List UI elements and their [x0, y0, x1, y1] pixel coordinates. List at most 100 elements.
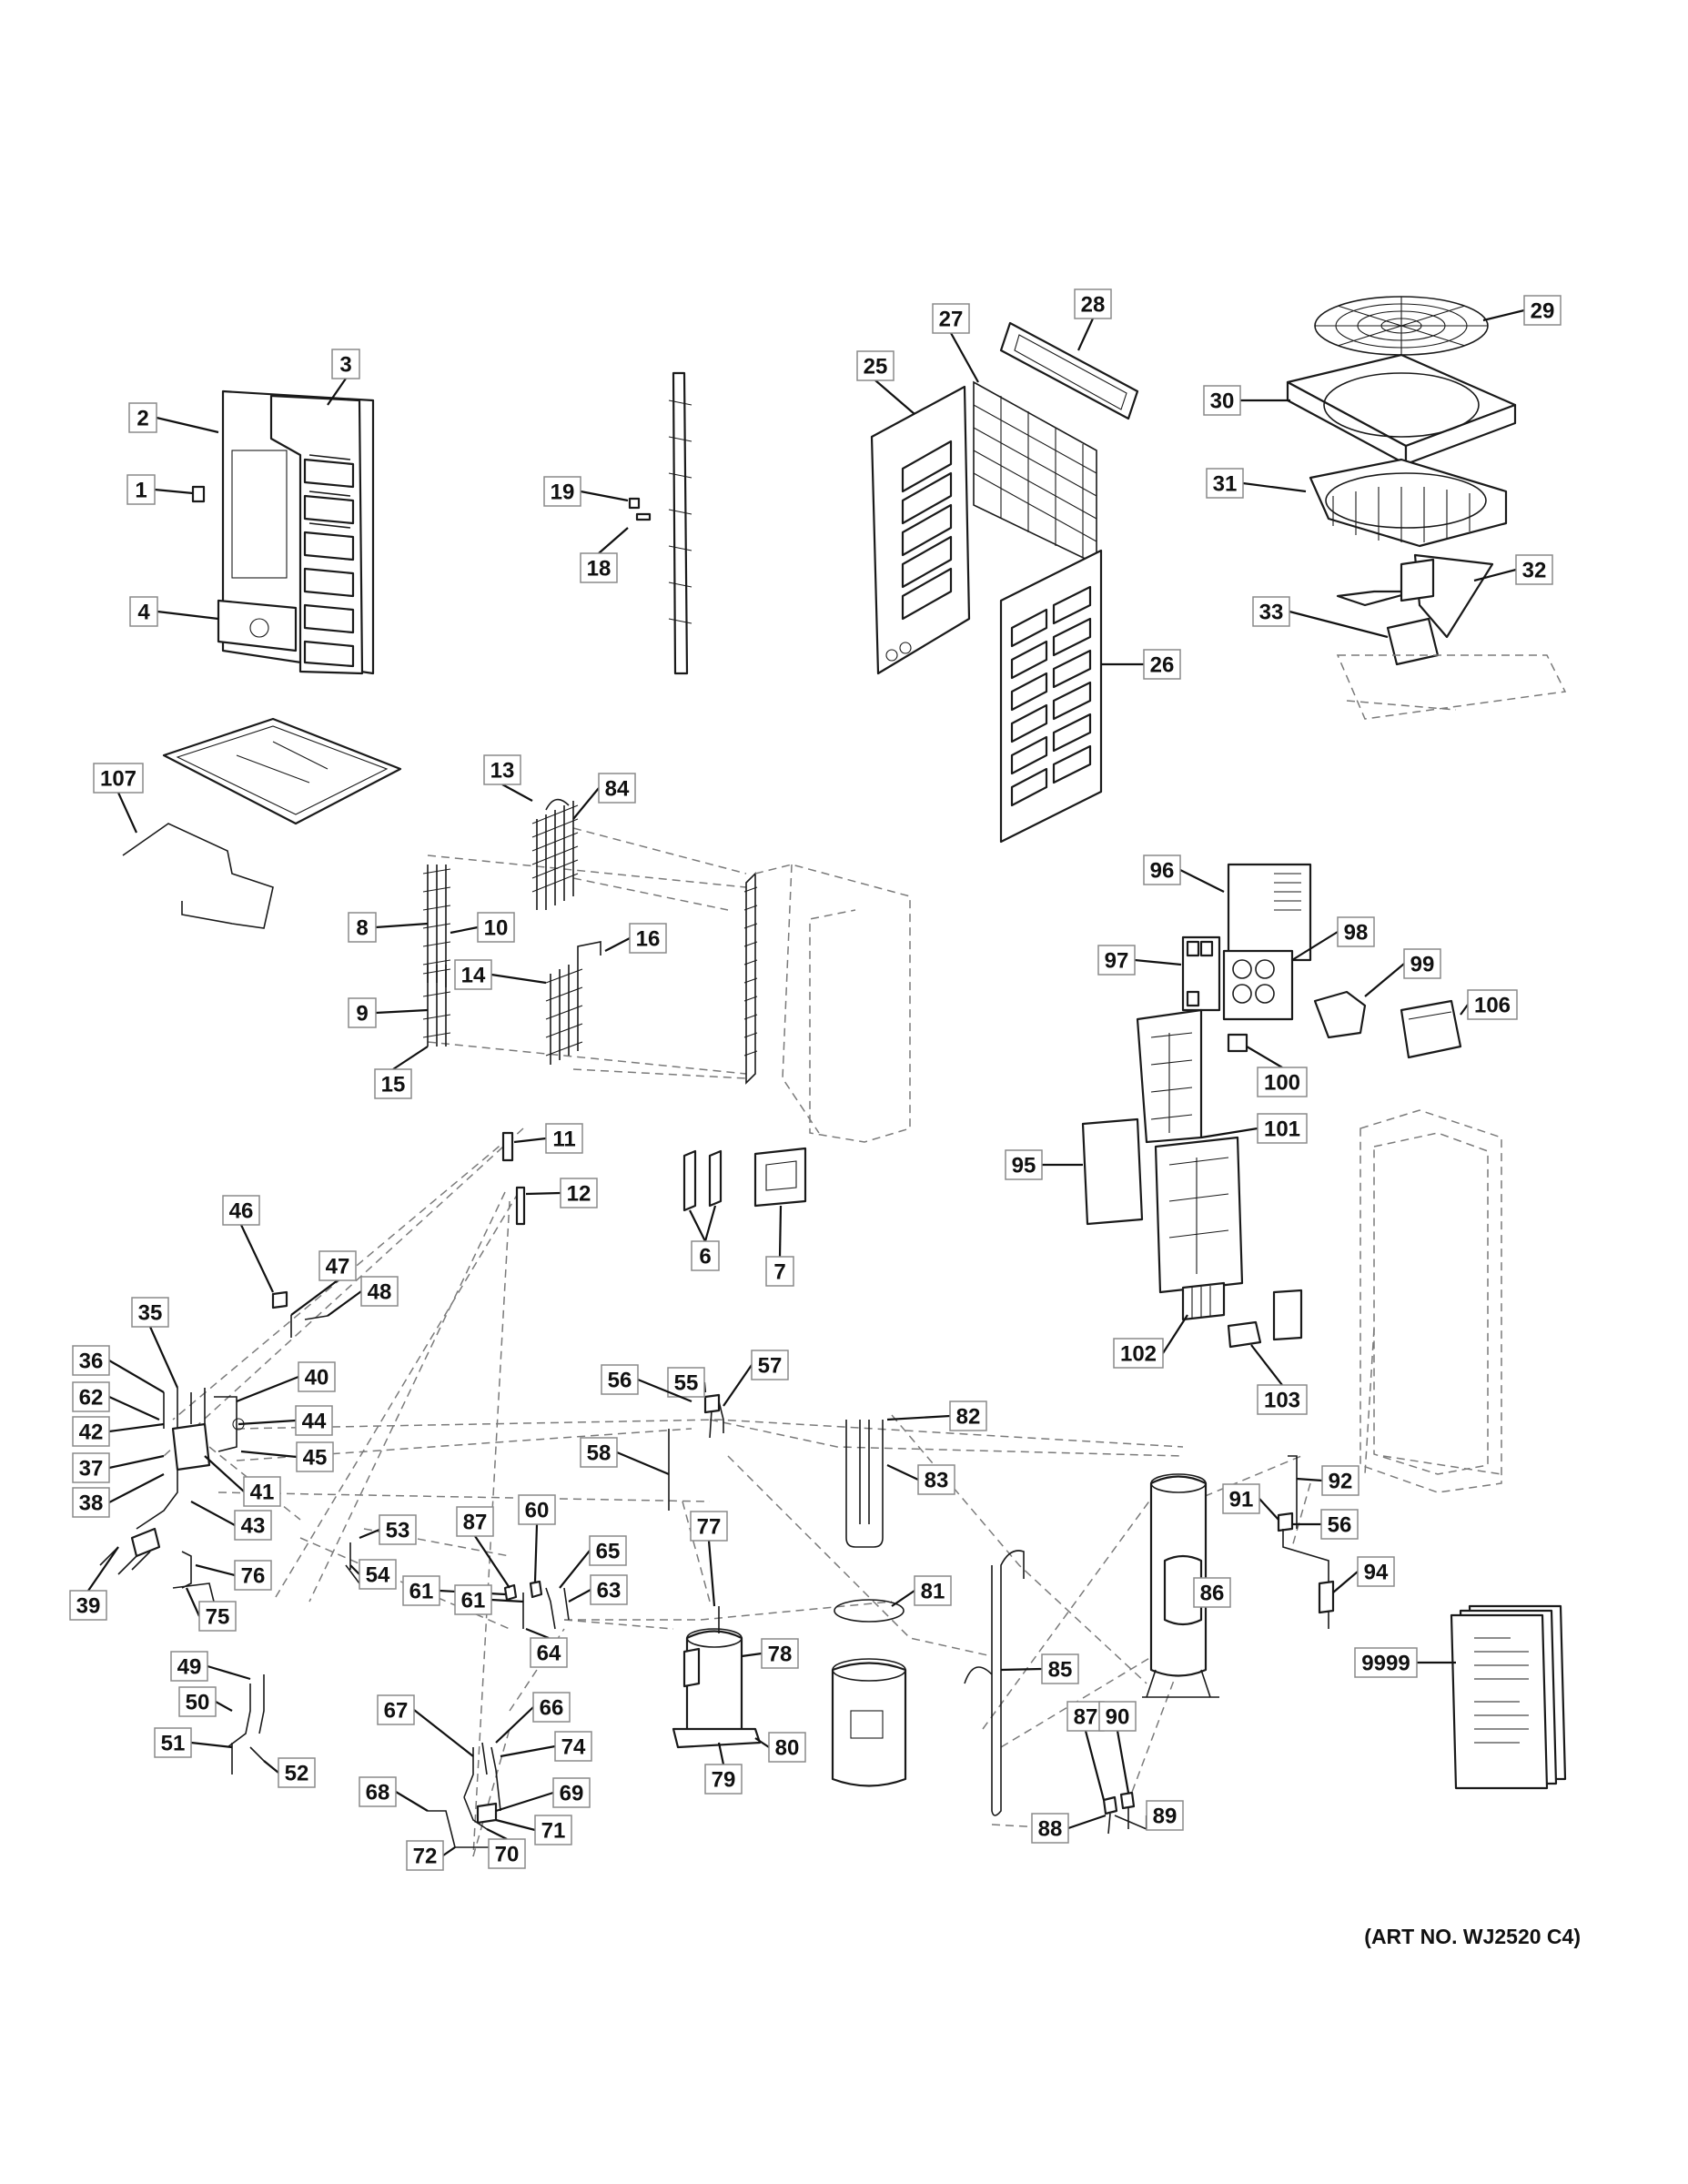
- callout-leader: [349, 1564, 360, 1575]
- callout-leader: [637, 1378, 692, 1403]
- callout-leader: [1200, 1127, 1258, 1139]
- callout-label: 64: [537, 1642, 561, 1666]
- callout-box: [278, 1757, 316, 1788]
- callout-106: 106: [1460, 989, 1518, 1020]
- callout-box: [590, 1574, 628, 1605]
- callout-label: 32: [1522, 559, 1547, 583]
- callout-84: 84: [572, 773, 636, 820]
- callout-label: 86: [1200, 1582, 1225, 1606]
- callout-label: 87: [463, 1511, 488, 1535]
- callout-9: 9: [348, 997, 429, 1028]
- callout-leader: [525, 1627, 550, 1640]
- callout-49: 49: [170, 1651, 251, 1682]
- callout-54: 54: [349, 1559, 397, 1590]
- callout-leader: [1134, 958, 1182, 966]
- callout-label: 85: [1048, 1658, 1073, 1683]
- callout-box: [543, 476, 581, 507]
- callout-47: 47: [290, 1250, 357, 1316]
- callout-19: 19: [543, 476, 629, 507]
- callout-box: [1113, 1338, 1164, 1369]
- callout-leader: [950, 332, 979, 383]
- callout-leader: [1289, 610, 1389, 639]
- callout-39: 39: [69, 1546, 119, 1621]
- callout-box: [93, 763, 144, 794]
- callout-label: 8: [356, 916, 368, 941]
- sensor-55-57: [703, 1393, 724, 1439]
- callout-leader: [375, 1008, 429, 1015]
- callout-label: 72: [413, 1845, 438, 1869]
- callout-label: 58: [587, 1441, 612, 1466]
- callout-box: [483, 754, 521, 785]
- callout-80: 80: [754, 1732, 806, 1763]
- callout-box: [534, 1815, 572, 1845]
- callout-label: 26: [1150, 653, 1175, 678]
- callout-box: [72, 1416, 110, 1447]
- bracket-75-76: [172, 1551, 215, 1603]
- callout-83: 83: [886, 1464, 955, 1495]
- tube-82-83: [845, 1420, 884, 1548]
- callout-50: 50: [178, 1686, 233, 1717]
- callout-box: [1098, 1701, 1137, 1732]
- callout-6: 6: [691, 1240, 720, 1271]
- callout-box: [72, 1381, 110, 1412]
- pcb-97: [1181, 935, 1221, 1012]
- callout-box: [530, 1637, 568, 1668]
- callout-26: 26: [1101, 649, 1181, 680]
- front-panel-25: [870, 385, 971, 675]
- cover-95: [1081, 1117, 1144, 1226]
- callout-leader: [580, 490, 629, 502]
- callout-leader: [190, 1741, 233, 1749]
- callout-leader: [513, 1137, 547, 1144]
- callout-leader: [616, 1451, 670, 1476]
- callout-box: [128, 402, 157, 433]
- callout-leader: [559, 1550, 591, 1589]
- callout-box: [914, 1575, 952, 1606]
- callout-label: 38: [79, 1491, 104, 1516]
- callout-label: 30: [1210, 389, 1235, 414]
- callout-box: [1257, 1384, 1308, 1415]
- callout-box: [318, 1250, 357, 1281]
- callout-leader: [87, 1546, 119, 1592]
- callout-leader: [392, 1046, 429, 1070]
- callout-77: 77: [690, 1511, 728, 1607]
- callout-label: 66: [540, 1696, 564, 1721]
- callout-leader: [395, 1791, 429, 1812]
- callout-label: 33: [1259, 601, 1284, 625]
- callout-88: 88: [1031, 1813, 1107, 1844]
- callout-label: 98: [1344, 921, 1369, 945]
- callout-box: [751, 1350, 789, 1380]
- compressor-78: [672, 1606, 762, 1749]
- callout-box: [1066, 1701, 1105, 1732]
- side-panel-26: [999, 549, 1103, 844]
- callout-leader: [598, 527, 629, 554]
- support-rail-18-19: [628, 371, 692, 675]
- callout-98: 98: [1291, 916, 1375, 961]
- callout-36: 36: [72, 1345, 165, 1393]
- callout-box: [1357, 1556, 1395, 1587]
- reactor-99: [1313, 990, 1367, 1039]
- callout-75: 75: [185, 1587, 237, 1632]
- callout-box: [1515, 554, 1553, 585]
- callout-box: [560, 1178, 598, 1208]
- callout-leader: [204, 1455, 245, 1492]
- callout-leader: [1116, 1730, 1130, 1794]
- callout-leader: [290, 1279, 339, 1316]
- callout-label: 31: [1213, 472, 1238, 497]
- callout-label: 28: [1081, 293, 1106, 318]
- four-way-valve-assembly: [99, 1388, 245, 1575]
- receiver-81: [831, 1599, 907, 1787]
- callout-box: [154, 1727, 192, 1758]
- callout-leader: [891, 1590, 915, 1607]
- callout-leader: [240, 1224, 274, 1293]
- callout-box: [477, 912, 515, 943]
- callout-box: [129, 596, 158, 627]
- callout-107: 107: [93, 763, 144, 834]
- callout-51: 51: [154, 1727, 233, 1758]
- callout-box: [690, 1511, 728, 1542]
- callout-4: 4: [129, 596, 219, 627]
- callout-63: 63: [568, 1574, 628, 1605]
- callout-label: 11: [552, 1127, 575, 1152]
- callout-label: 79: [712, 1768, 736, 1793]
- callout-box: [454, 959, 492, 990]
- callout-leader: [754, 1737, 770, 1748]
